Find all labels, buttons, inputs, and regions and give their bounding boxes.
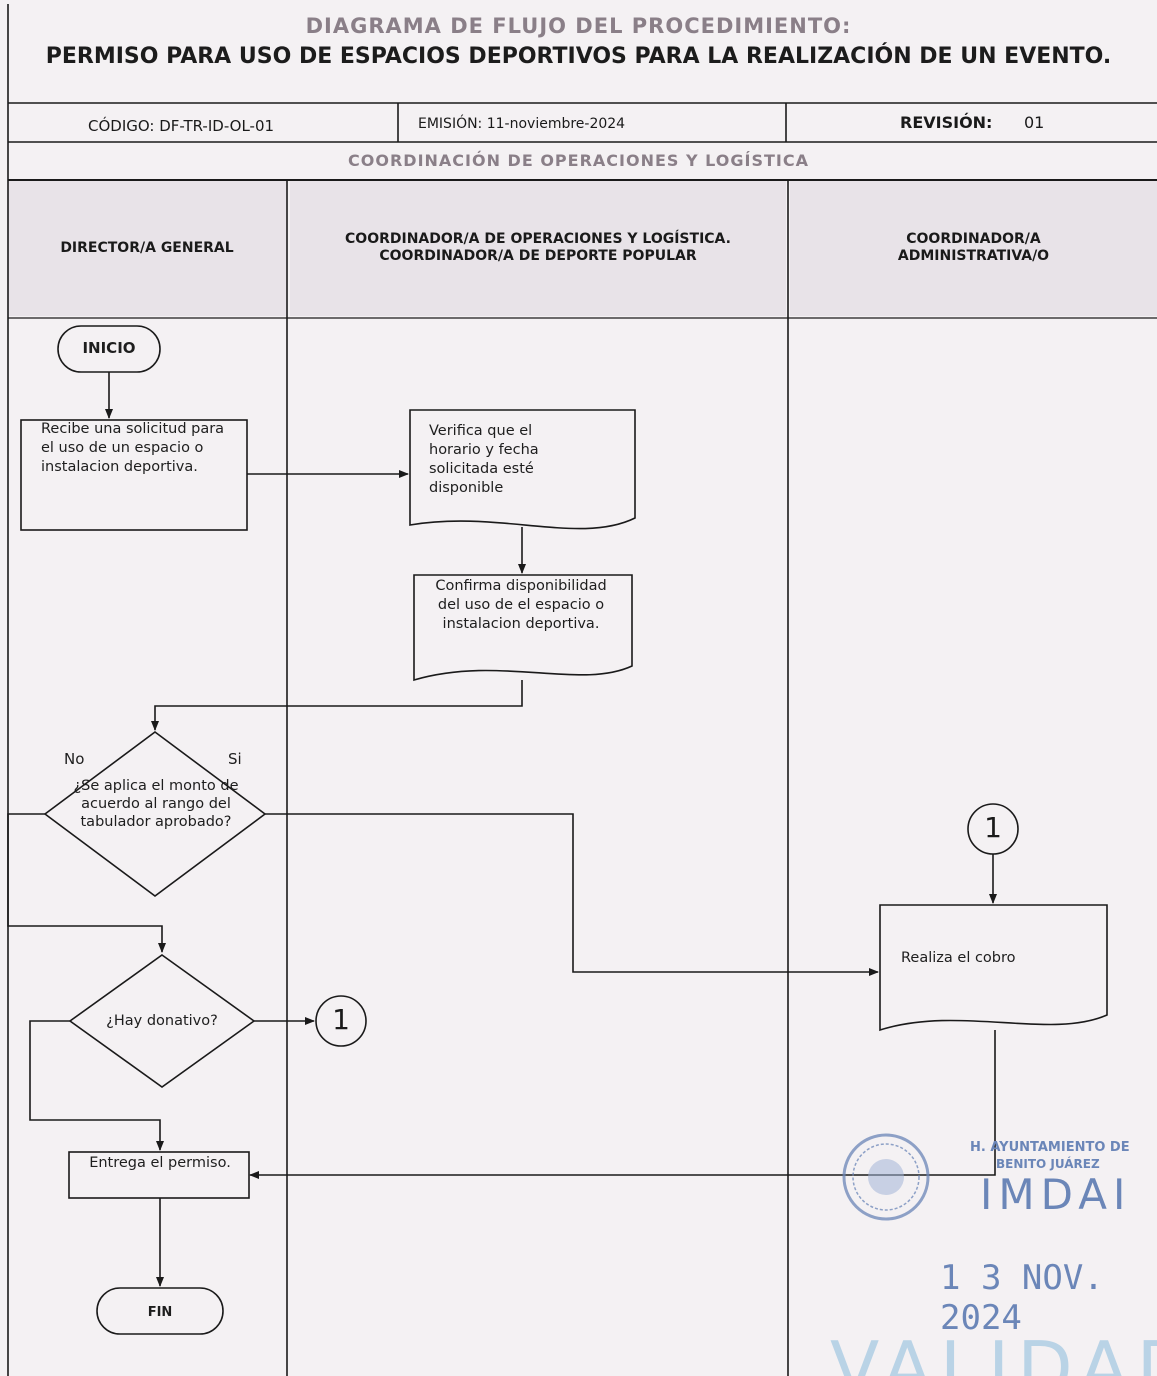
revision-value: 01: [1024, 113, 1045, 132]
decision-donation-label: ¿Hay donativo?: [106, 1013, 218, 1029]
decision-no-label: No: [64, 750, 85, 768]
end-terminator-shape: [96, 1287, 224, 1335]
stamp-line1: H. AYUNTAMIENTO DE: [970, 1140, 1130, 1155]
lane-header-administrative: COORDINADOR/A ADMINISTRATIVA/O: [790, 180, 1157, 316]
emission-cell: EMISIÓN: 11-noviembre-2024: [418, 116, 626, 132]
connector-out-shape: [315, 995, 367, 1047]
confirm-label: Confirma disponibilidad del uso de el es…: [435, 578, 607, 632]
deliver-label: Entrega el permiso.: [89, 1155, 231, 1171]
procedure-title: PERMISO PARA USO DE ESPACIOS DEPORTIVOS …: [45, 44, 1112, 69]
connector-in-label: 1: [984, 811, 1002, 844]
verify-document-shape: [409, 409, 636, 530]
lane-header-director: DIRECTOR/A GENERAL: [8, 180, 286, 316]
lane-header-operations: COORDINADOR/A DE OPERACIONES Y LOGÍSTICA…: [290, 180, 786, 316]
official-seal: [842, 1133, 930, 1221]
code-cell: CÓDIGO: DF-TR-ID-OL-01: [88, 117, 275, 135]
decision-yes-label: Si: [228, 750, 242, 768]
confirm-document-shape: [413, 574, 633, 682]
receive-label: Recibe una solicitud para el uso de un e…: [41, 421, 225, 475]
decision-tariff-shape: [43, 731, 267, 897]
decision-donation-shape: [68, 954, 256, 1088]
revision-label: REVISIÓN:: [900, 113, 993, 132]
charge-label: Realiza el cobro: [901, 950, 1016, 966]
stamp-org: IMDAI: [980, 1170, 1132, 1219]
charge-document-shape: [879, 904, 1108, 1032]
diagram-title: DIAGRAMA DE FLUJO DEL PROCEDIMIENTO:: [305, 14, 852, 38]
decision-tariff-label: ¿Se aplica el monto de acuerdo al rango …: [73, 778, 239, 830]
connector-out-label: 1: [332, 1003, 350, 1036]
end-label: FIN: [147, 1305, 173, 1320]
stamp-date: 1 3 NOV. 2024: [940, 1258, 1104, 1338]
receive-process-shape: [20, 419, 248, 531]
start-label: INICIO: [82, 339, 136, 357]
verify-label: Verifica que el horario y fecha solicita…: [429, 423, 539, 496]
stamp-line2: BENITO JUÁREZ: [996, 1157, 1100, 1171]
department-header: COORDINACIÓN DE OPERACIONES Y LOGÍSTICA: [348, 151, 809, 170]
deliver-process-shape: [68, 1151, 250, 1199]
stamp-validated: VALIDAD: [830, 1326, 1157, 1376]
